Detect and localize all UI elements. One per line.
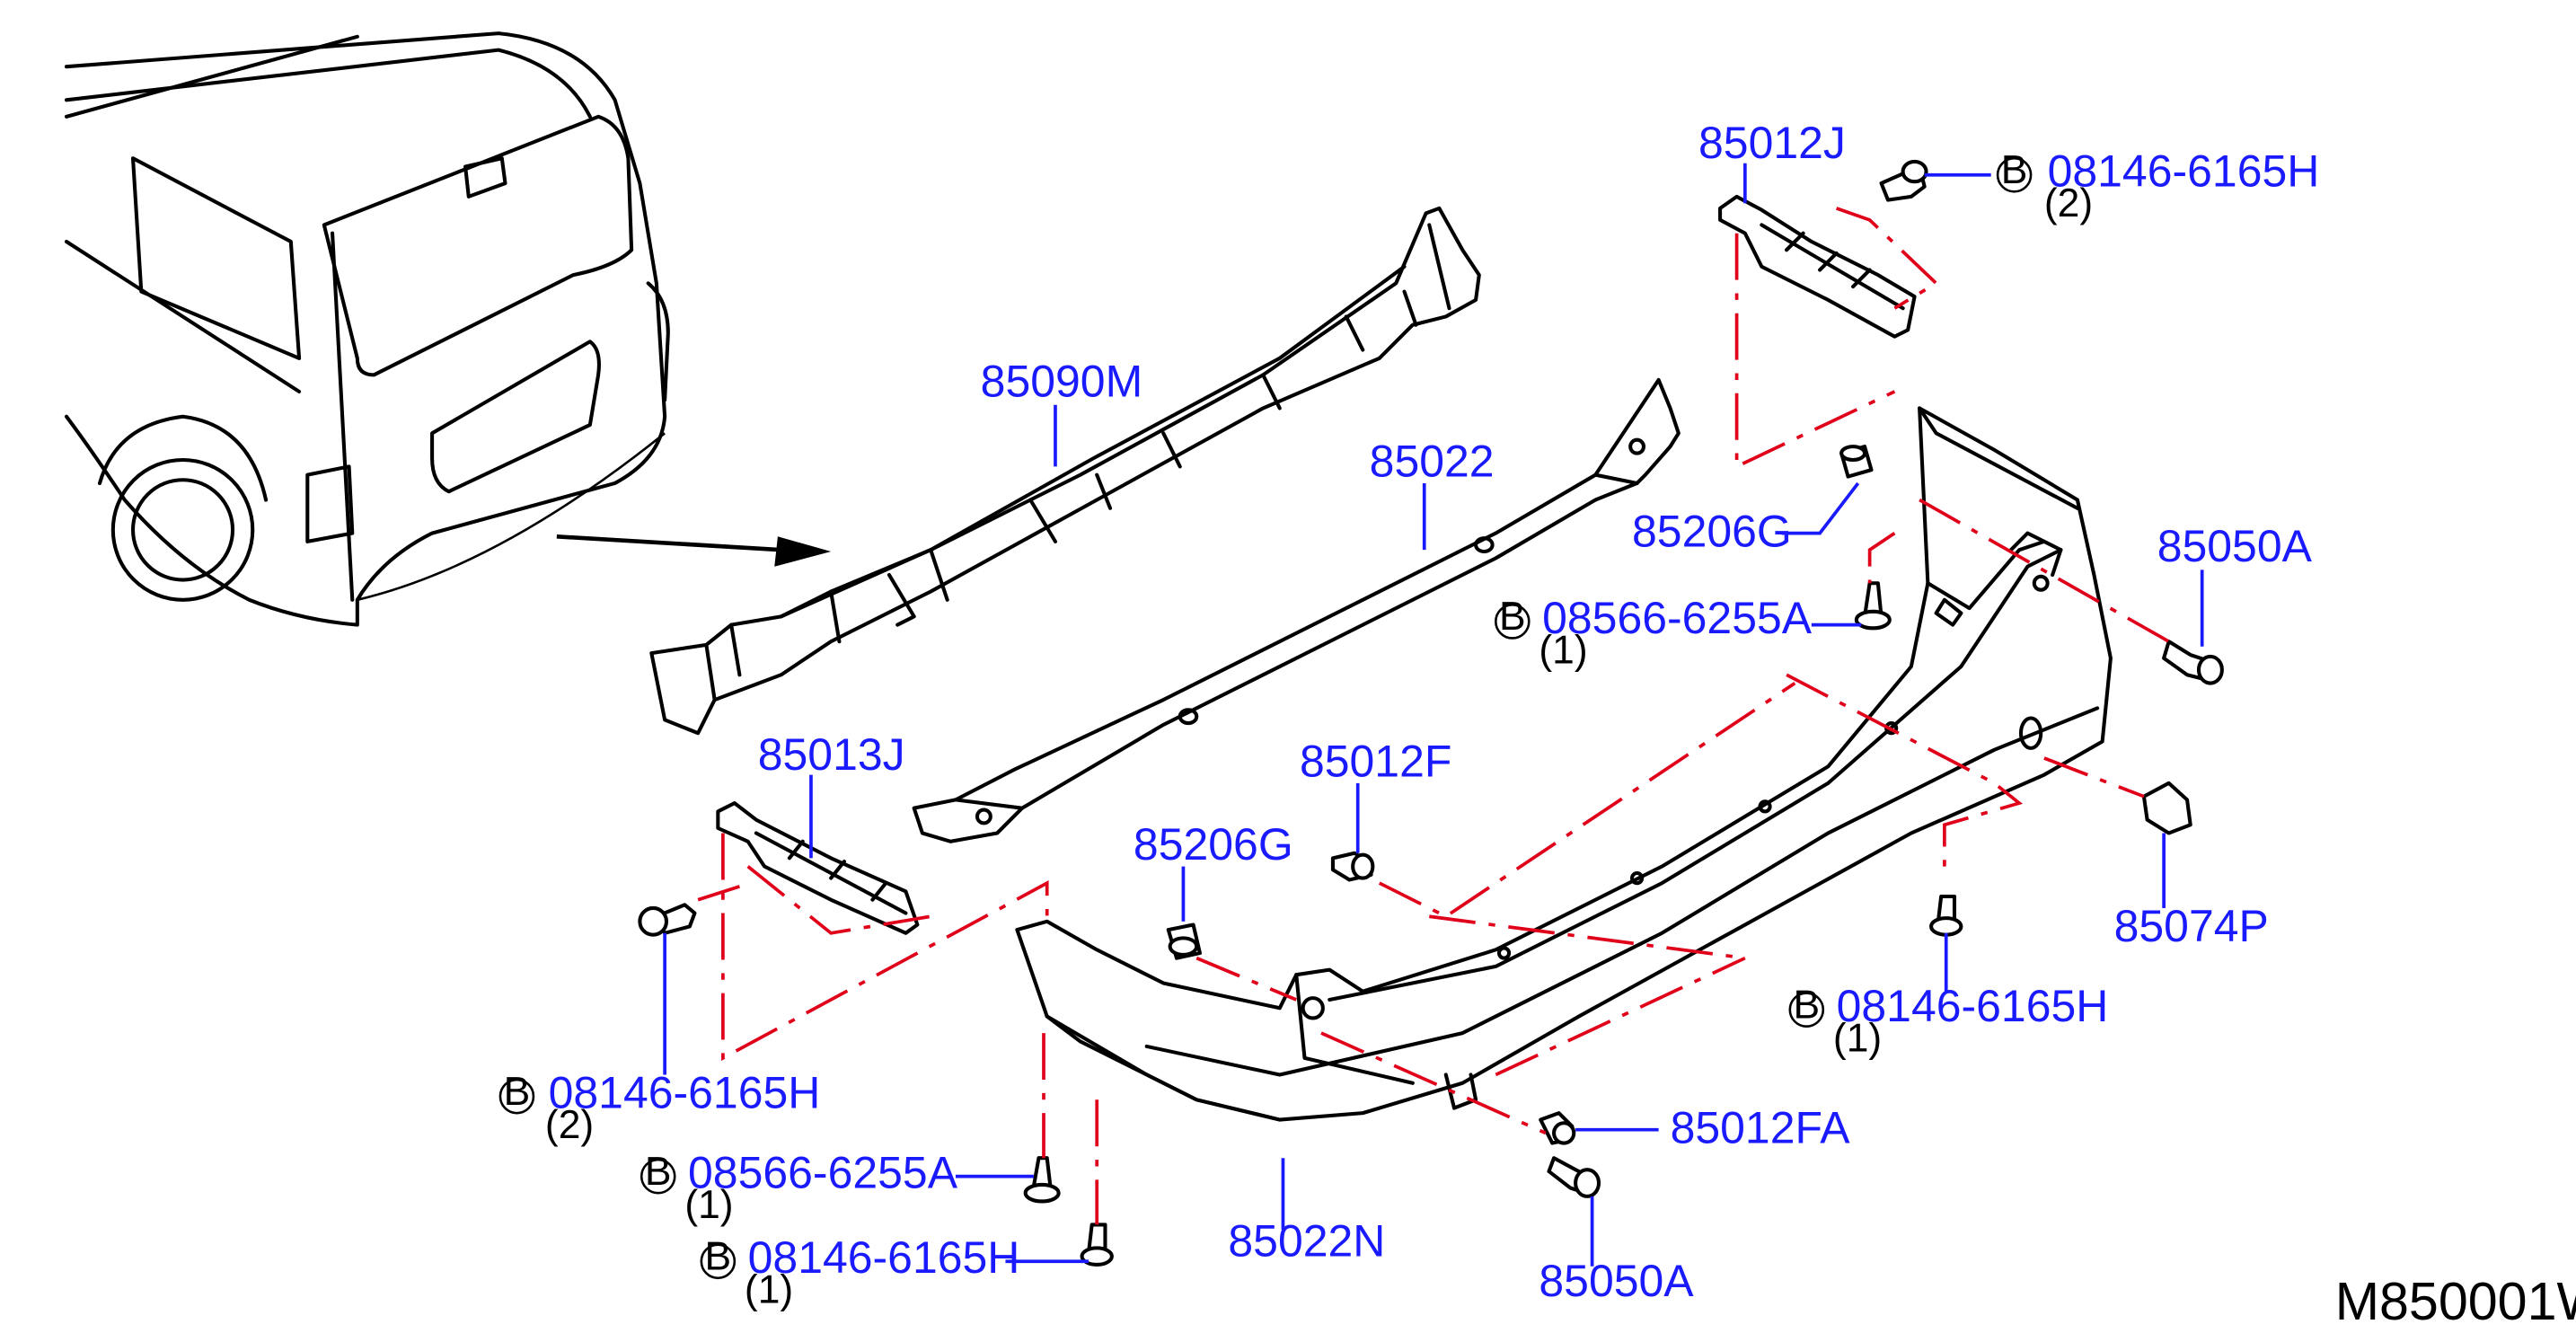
label-85013J: 85013J xyxy=(758,729,905,780)
clip-icon xyxy=(1539,1111,1576,1145)
b-marker-letter: B xyxy=(705,1234,732,1278)
bolt-icon xyxy=(1547,1156,1601,1198)
label-85022: 85022 xyxy=(1370,436,1495,486)
clip-icon xyxy=(1166,923,1202,960)
b-marker-icon xyxy=(1996,156,2033,193)
label-85022N: 85022N xyxy=(1228,1216,1385,1267)
qty-08146-6165H-left: (2) xyxy=(545,1103,594,1147)
label-08146-6165H-top: 08146-6165H xyxy=(2048,146,2320,197)
bumper-fascia-85022N xyxy=(1015,406,2113,1122)
qty-08146-6165H-right: (1) xyxy=(1833,1016,1882,1060)
label-08146-6165H-right: 08146-6165H xyxy=(1837,981,2109,1031)
leader-lines xyxy=(663,163,2204,1267)
b-marker-letter: B xyxy=(645,1150,672,1194)
clip-icon xyxy=(1839,445,1874,479)
b-marker-icon xyxy=(1788,992,1825,1028)
b-marker-letter: B xyxy=(1793,983,1820,1027)
screw-icon xyxy=(1023,1156,1061,1204)
bolt-icon xyxy=(1879,159,1928,202)
label-08566-6255A-mid: 08566-6255A xyxy=(1542,593,1813,643)
bolt-icon xyxy=(1929,894,1963,937)
qty-08566-6255A-bottom: (1) xyxy=(684,1183,733,1227)
bracket-85012J xyxy=(1718,194,1917,339)
label-08566-6255A-bottom: 08566-6255A xyxy=(688,1148,958,1198)
label-85206G-right: 85206G xyxy=(1632,506,1792,556)
label-85012FA: 85012FA xyxy=(1671,1102,1851,1152)
label-85012F: 85012F xyxy=(1300,736,1451,786)
reinforcement-85022 xyxy=(912,377,1681,843)
alignment-lines xyxy=(697,207,2170,1225)
energy-absorber-85090M xyxy=(649,206,1481,736)
label-85090M: 85090M xyxy=(981,356,1143,406)
screw-icon xyxy=(1854,581,1892,631)
bolt-icon xyxy=(638,903,697,937)
label-85012J: 85012J xyxy=(1698,118,1846,168)
label-08146-6165H-bottom: 08146-6165H xyxy=(748,1232,1020,1283)
direction-arrow xyxy=(556,534,832,567)
label-85206G-left: 85206G xyxy=(1134,819,1293,870)
b-marker-icon xyxy=(700,1243,737,1280)
label-08146-6165H-left: 08146-6165H xyxy=(549,1068,821,1118)
b-marker-icon xyxy=(1494,604,1531,640)
qty-08566-6255A-mid: (1) xyxy=(1539,628,1587,672)
diagram-code: M850001W xyxy=(2335,1271,2576,1331)
callout-labels: 85012J B 08146-6165H (2) 85090M 85022 85… xyxy=(498,118,2576,1331)
b-marker-icon xyxy=(498,1078,535,1115)
qty-08146-6165H-top: (2) xyxy=(2044,181,2093,225)
clip-icon xyxy=(1330,851,1375,882)
qty-08146-6165H-bottom: (1) xyxy=(745,1268,793,1312)
label-85074P: 85074P xyxy=(2114,901,2269,951)
bracket-85013J xyxy=(716,801,920,935)
b-marker-letter: B xyxy=(2001,148,2028,192)
label-85050A-right: 85050A xyxy=(2157,521,2313,571)
label-85050A-bottom: 85050A xyxy=(1539,1256,1694,1306)
b-marker-letter: B xyxy=(504,1070,531,1114)
tow-hook-cap-85074P xyxy=(2141,781,2192,835)
bolt-icon xyxy=(2162,640,2224,685)
van-illustration xyxy=(64,31,670,627)
b-marker-icon xyxy=(640,1158,676,1195)
b-marker-letter: B xyxy=(1499,595,1526,639)
bolt-icon xyxy=(1080,1223,1114,1267)
